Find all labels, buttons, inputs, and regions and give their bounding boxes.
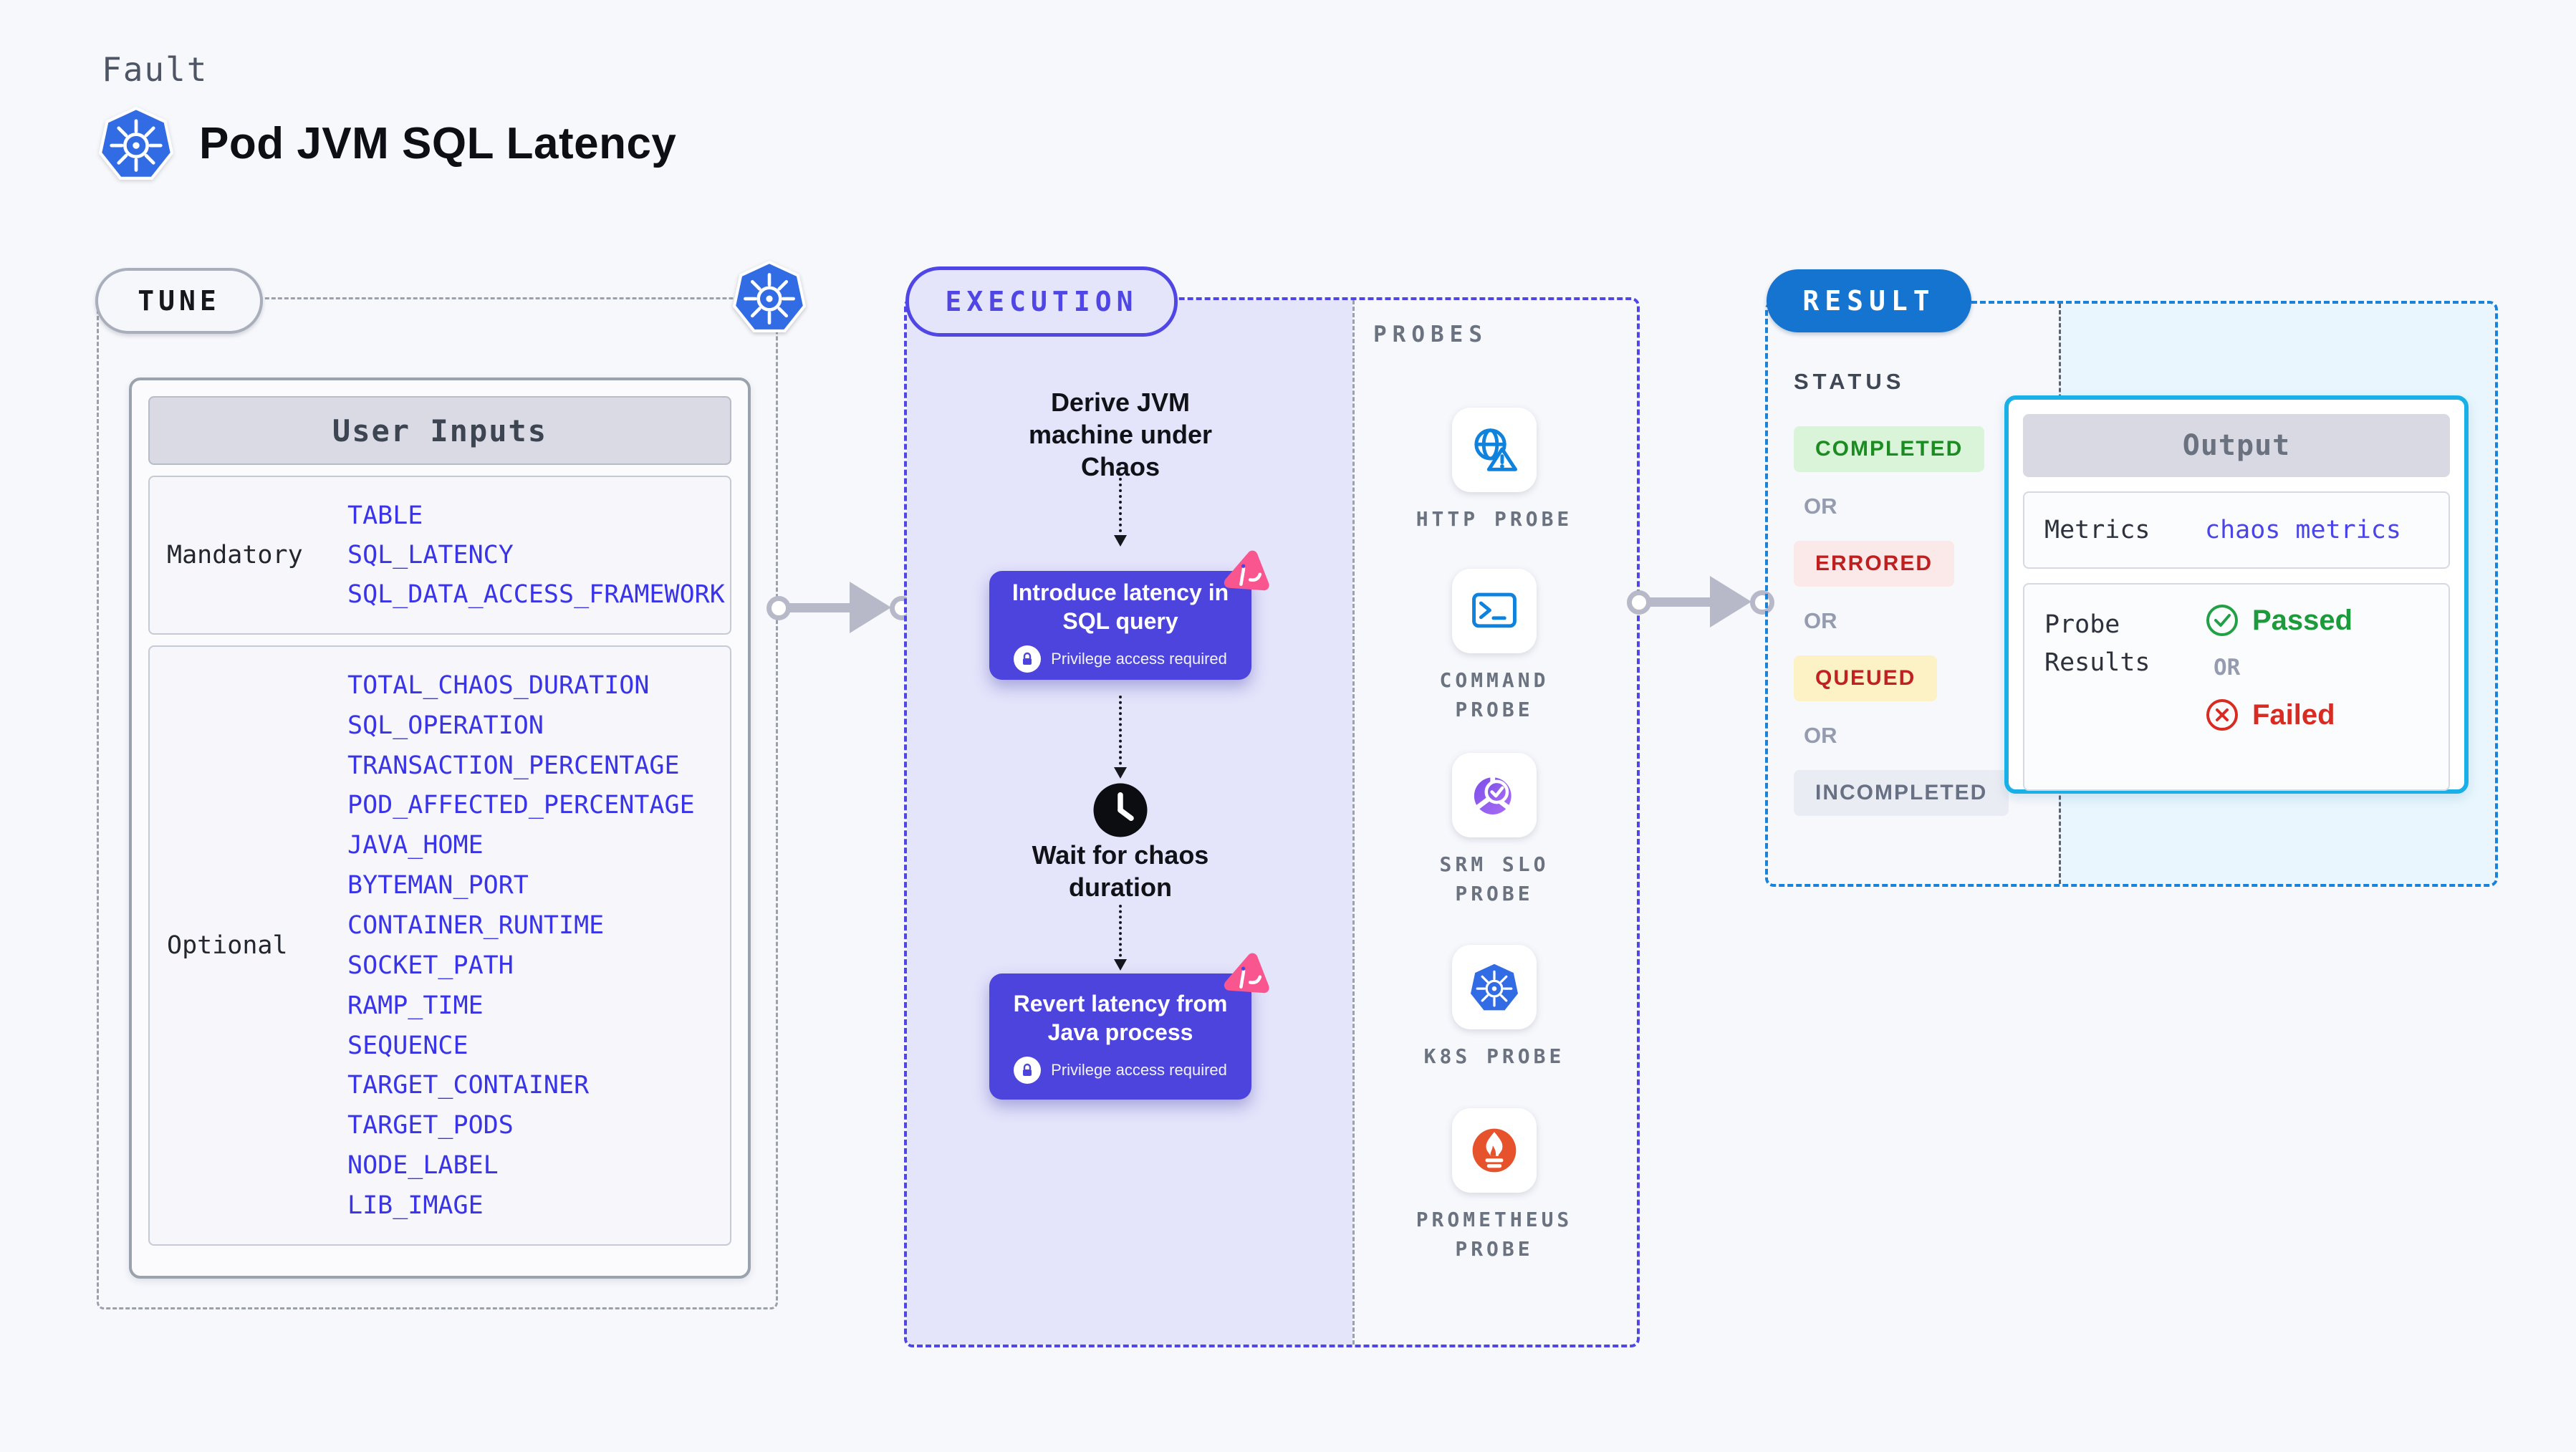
metrics-value: chaos metrics [2205,516,2401,544]
command-probe-icon [1452,569,1537,653]
mandatory-inputs-row: Mandatory TABLE SQL_LATENCY SQL_DATA_ACCES… [148,476,731,635]
execution-badge: EXECUTION [905,266,1178,337]
wait-duration-step: Wait for chaos duration [1032,840,1209,902]
probe-result-values: Passed OR Failed [2205,585,2352,789]
or-separator: OR [2214,655,2241,681]
down-arrow-icon [1114,905,1127,971]
failed-label: Failed [2252,698,2335,731]
result-badge: RESULT [1767,269,1971,332]
input-variable: LIB_IMAGE [347,1191,484,1220]
output-header: Output [2023,414,2450,477]
kubernetes-icon [99,106,173,181]
page-title: Pod JVM SQL Latency [199,118,677,168]
status-heading: STATUS [1794,369,1905,394]
mandatory-label: Mandatory [167,541,303,569]
probe-label: PROMETHEUS PROBE [1416,1208,1573,1261]
action-label: Introduce latency in SQL query [1011,580,1229,634]
input-variable: TABLE [347,501,423,530]
user-inputs-card: User Inputs Mandatory TABLE SQL_LATENCY SQ… [129,378,751,1279]
or-separator: OR [1804,608,1837,633]
execution-probes-divider [1352,300,1355,1345]
input-variable: TOTAL_CHAOS_DURATION [347,670,650,700]
input-variable: SQL_DATA_ACCESS_FRAMEWORK [347,580,725,610]
status-badge-queued: QUEUED [1794,655,1938,701]
privilege-note-label: Privilege access required [1051,1061,1227,1079]
chaos-badge-icon [1213,543,1276,602]
clock-icon [1092,782,1149,839]
probe-results-row: Probe Results Passed OR Failed [2023,583,2450,791]
lock-icon [1014,1057,1042,1084]
input-variable: POD_AFFECTED_PERCENTAGE [347,791,695,820]
input-variable: TARGET_PODS [347,1111,514,1140]
chaos-badge-icon [1213,946,1276,1004]
privilege-note-label: Privilege access required [1051,650,1227,668]
introduce-latency-step: Introduce latency in SQL query Privilege… [989,571,1251,680]
optional-label: Optional [167,931,288,960]
x-circle-icon [2205,698,2239,732]
probe-results-label: Probe Results [2044,610,2150,677]
input-variable: SQL_OPERATION [347,711,544,740]
status-column: STATUS COMPLETED OR ERRORED OR QUEUED OR… [1794,369,2037,837]
or-separator: OR [1804,723,1837,748]
optional-inputs-row: Optional TOTAL_CHAOS_DURATION SQL_OPERATI… [148,645,731,1246]
optional-values-list: TOTAL_CHAOS_DURATION SQL_OPERATION TRANSAC… [347,647,730,1244]
down-arrow-icon [1114,478,1127,547]
execution-to-result-arrow [1627,567,1774,636]
http-probe-icon [1452,408,1537,492]
input-variable: SOCKET_PATH [347,951,514,980]
input-variable: TRANSACTION_PERCENTAGE [347,751,680,780]
status-badge-completed: COMPLETED [1794,426,1985,472]
tune-section-box [97,297,778,1309]
probe-label: K8S PROBE [1423,1044,1565,1068]
input-variable: CONTAINER_RUNTIME [347,910,605,940]
fault-eyebrow-label: Fault [102,50,208,89]
probe-item-k8s: K8S PROBE [1387,945,1602,1072]
probe-item-prometheus: PROMETHEUS PROBE [1387,1108,1602,1264]
passed-label: Passed [2252,604,2353,636]
status-badge-errored: ERRORED [1794,541,1955,587]
input-variable: SQL_LATENCY [347,540,514,569]
failed-line: Failed [2205,698,2352,732]
page-title-row: Pod JVM SQL Latency [99,106,676,181]
probe-item-command: COMMAND PROBE [1387,569,1602,724]
input-variable: BYTEMAN_PORT [347,871,529,900]
prometheus-probe-icon [1452,1108,1537,1193]
or-separator: OR [1804,494,1837,519]
check-circle-icon [2205,603,2239,638]
input-variable: RAMP_TIME [347,991,484,1020]
input-variable: TARGET_CONTAINER [347,1071,590,1100]
probe-label: HTTP PROBE [1416,507,1573,531]
input-variable: NODE_LABEL [347,1151,499,1181]
output-card: Output Metrics chaos metrics Probe Resul… [2004,395,2469,794]
srm-slo-probe-icon [1452,753,1537,837]
down-arrow-icon [1114,696,1127,779]
metrics-label: Metrics [2044,515,2150,544]
passed-line: Passed [2205,603,2352,638]
revert-latency-step: Revert latency from Java process Privile… [989,973,1251,1100]
probes-panel: PROBES HTTP PROBE COMMAND PROBE SRM SLO … [1355,300,1634,1345]
probe-item-srm-slo: SRM SLO PROBE [1387,753,1602,908]
privilege-note: Privilege access required [989,1057,1251,1084]
k8s-probe-icon [1452,945,1537,1029]
tune-badge: TUNE [95,268,263,334]
privilege-note: Privilege access required [989,645,1251,673]
user-inputs-header: User Inputs [148,396,731,465]
tune-to-execution-arrow [766,573,914,642]
lock-icon [1014,645,1042,673]
metrics-row: Metrics chaos metrics [2023,491,2450,569]
input-variable: JAVA_HOME [347,831,484,860]
input-variable: SEQUENCE [347,1031,468,1060]
mandatory-values-list: TABLE SQL_LATENCY SQL_DATA_ACCESS_FRAMEWOR… [347,477,730,633]
probe-label: COMMAND PROBE [1439,668,1549,721]
probes-heading: PROBES [1373,322,1488,347]
action-label: Revert latency from Java process [1013,991,1228,1045]
derive-jvm-step: Derive JVM machine under Chaos [1028,388,1213,481]
probe-label: SRM SLO PROBE [1439,852,1549,905]
status-badge-incompleted: INCOMPLETED [1794,770,2009,816]
kubernetes-corner-icon [733,260,806,333]
execution-section-box: Derive JVM machine under Chaos Introduce… [904,297,1640,1347]
probe-item-http: HTTP PROBE [1387,408,1602,534]
